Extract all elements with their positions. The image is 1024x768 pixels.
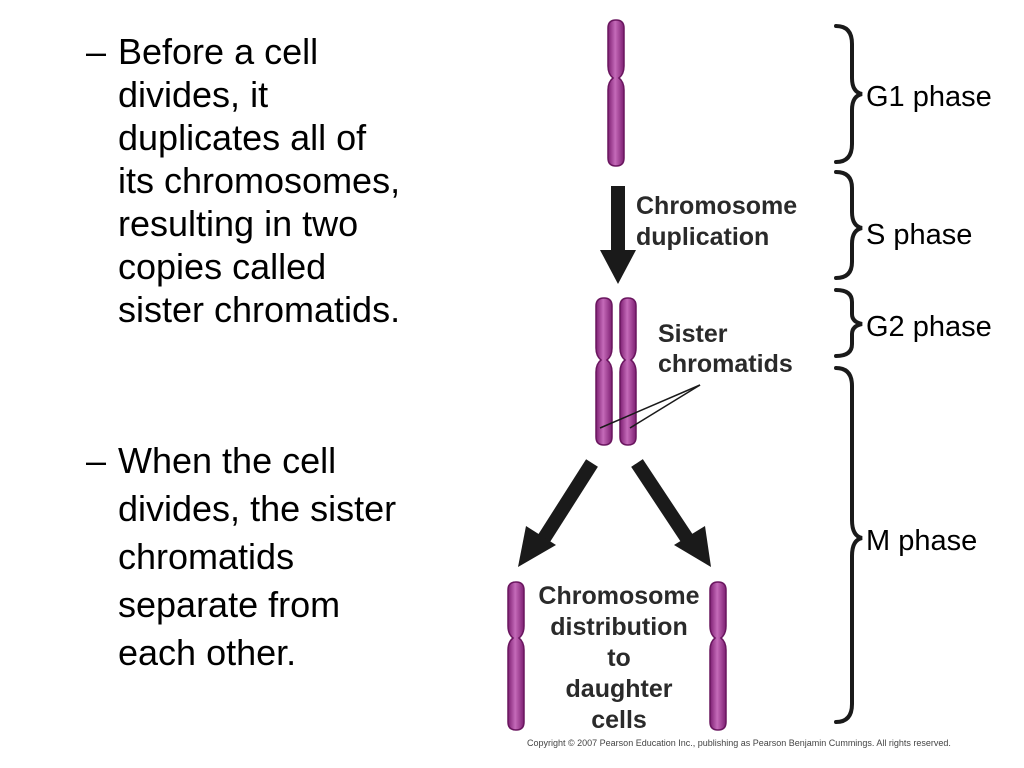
distribution-label: Chromosome bbox=[538, 582, 699, 610]
sister-pointer-line bbox=[599, 384, 701, 429]
bullet-text-line: chromatids bbox=[118, 536, 295, 577]
bullet-cell-divides: – When the cell divides, the sister chro… bbox=[86, 437, 456, 677]
m-brace bbox=[834, 366, 863, 724]
bullet-marker: – bbox=[86, 440, 107, 481]
sister-label: Sister bbox=[658, 320, 728, 348]
copyright-notice: Copyright © 2007 Pearson Education Inc.,… bbox=[527, 738, 951, 748]
bullet-text-line: resulting in two bbox=[118, 203, 359, 244]
duplication-arrow bbox=[600, 186, 636, 284]
bullet-text-line: each other. bbox=[118, 632, 297, 673]
duplication-label: duplication bbox=[636, 223, 769, 251]
chromosome-g1 bbox=[607, 19, 625, 167]
distribution-label: daughter bbox=[566, 675, 673, 703]
bullet-text-line: duplicates all of bbox=[118, 117, 367, 158]
distribution-label: to bbox=[607, 644, 631, 672]
bullet-text-line: divides, the sister bbox=[118, 488, 397, 529]
bullet-text: Before a cell divides, it duplicates all… bbox=[118, 30, 456, 331]
g1-phase-label: G1 phase bbox=[866, 81, 992, 113]
bullet-text-line: copies called bbox=[118, 246, 327, 287]
bullet-text-line: sister chromatids. bbox=[118, 289, 401, 330]
separation-arrow-right bbox=[631, 459, 711, 567]
daughter-chromosome-left bbox=[507, 581, 525, 731]
g2-brace bbox=[834, 288, 863, 358]
daughter-chromosome-right bbox=[709, 581, 727, 731]
m-phase-label: M phase bbox=[866, 525, 977, 557]
bullet-text-line: divides, it bbox=[118, 74, 269, 115]
bullet-before-division: – Before a cell divides, it duplicates a… bbox=[86, 30, 456, 331]
bullet-text-line: separate from bbox=[118, 584, 341, 625]
bullet-marker: – bbox=[86, 31, 107, 72]
sister-pointer-line bbox=[629, 384, 701, 429]
bullet-text-line: Before a cell bbox=[118, 31, 319, 72]
s-phase-label: S phase bbox=[866, 219, 972, 251]
separation-arrow-left bbox=[518, 459, 598, 567]
g2-phase-label: G2 phase bbox=[866, 311, 992, 343]
bullet-text: When the cell divides, the sister chroma… bbox=[118, 437, 456, 677]
sister-chromatids bbox=[595, 297, 637, 446]
distribution-label: cells bbox=[591, 706, 647, 734]
distribution-label: distribution bbox=[550, 613, 687, 641]
g1-brace bbox=[834, 24, 863, 164]
bullet-text-line: When the cell bbox=[118, 440, 337, 481]
duplication-label: Chromosome bbox=[636, 192, 797, 220]
bullet-text-line: its chromosomes, bbox=[118, 160, 401, 201]
s-brace bbox=[834, 170, 863, 280]
sister-label: chromatids bbox=[658, 350, 793, 378]
